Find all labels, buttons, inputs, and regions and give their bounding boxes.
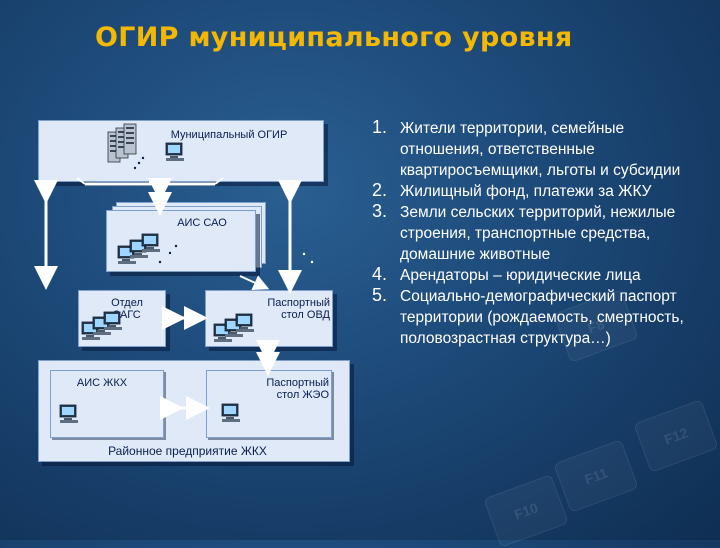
list-item: 1. Жители территории, семейные отношения,… (372, 117, 702, 181)
list-item: 4. Арендаторы – юридические лица (372, 264, 702, 286)
computer-icon (59, 404, 79, 424)
list-number: 2. (372, 180, 388, 200)
district-label: Районное предприятие ЖКХ (108, 444, 267, 458)
node-label: Паспортный стол ЖЭО (266, 377, 329, 401)
computer-icon (117, 233, 161, 265)
computer-icon (165, 142, 185, 162)
node-label: Паспортный стол ОВД (267, 297, 330, 321)
info-list: 1. Жители территории, семейные отношения,… (372, 117, 702, 349)
server-icon (107, 123, 137, 163)
node-label: Муниципальный ОГИР (170, 129, 288, 141)
list-text: Арендаторы – юридические лица (400, 267, 641, 284)
list-number: 1. (372, 117, 388, 137)
list-number: 5. (372, 285, 388, 305)
node-label: АИС ЖКХ (76, 377, 128, 389)
page-title: ОГИР муниципального уровня (95, 22, 573, 53)
computer-icon (221, 403, 241, 423)
list-text: Земли сельских территорий, нежилые строе… (400, 204, 676, 263)
computer-icon (213, 313, 255, 343)
list-text: Социально-демографический паспорт террит… (400, 288, 684, 347)
node-passport-ovd: Паспортный стол ОВД (205, 290, 333, 347)
list-text: Жители территории, семейные отношения, о… (400, 120, 681, 179)
node-label: АИС САО (177, 217, 227, 229)
list-item: 3. Земли сельских территорий, нежилые стр… (372, 201, 702, 265)
list-number: 3. (372, 201, 388, 221)
list-number: 4. (372, 264, 388, 284)
list-text: Жилищный фонд, платежи за ЖКУ (400, 183, 652, 200)
list-item: 2. Жилищный фонд, платежи за ЖКУ (372, 180, 702, 202)
computer-icon (81, 311, 123, 341)
list-item: 5. Социально-демографический паспорт терр… (372, 285, 702, 349)
